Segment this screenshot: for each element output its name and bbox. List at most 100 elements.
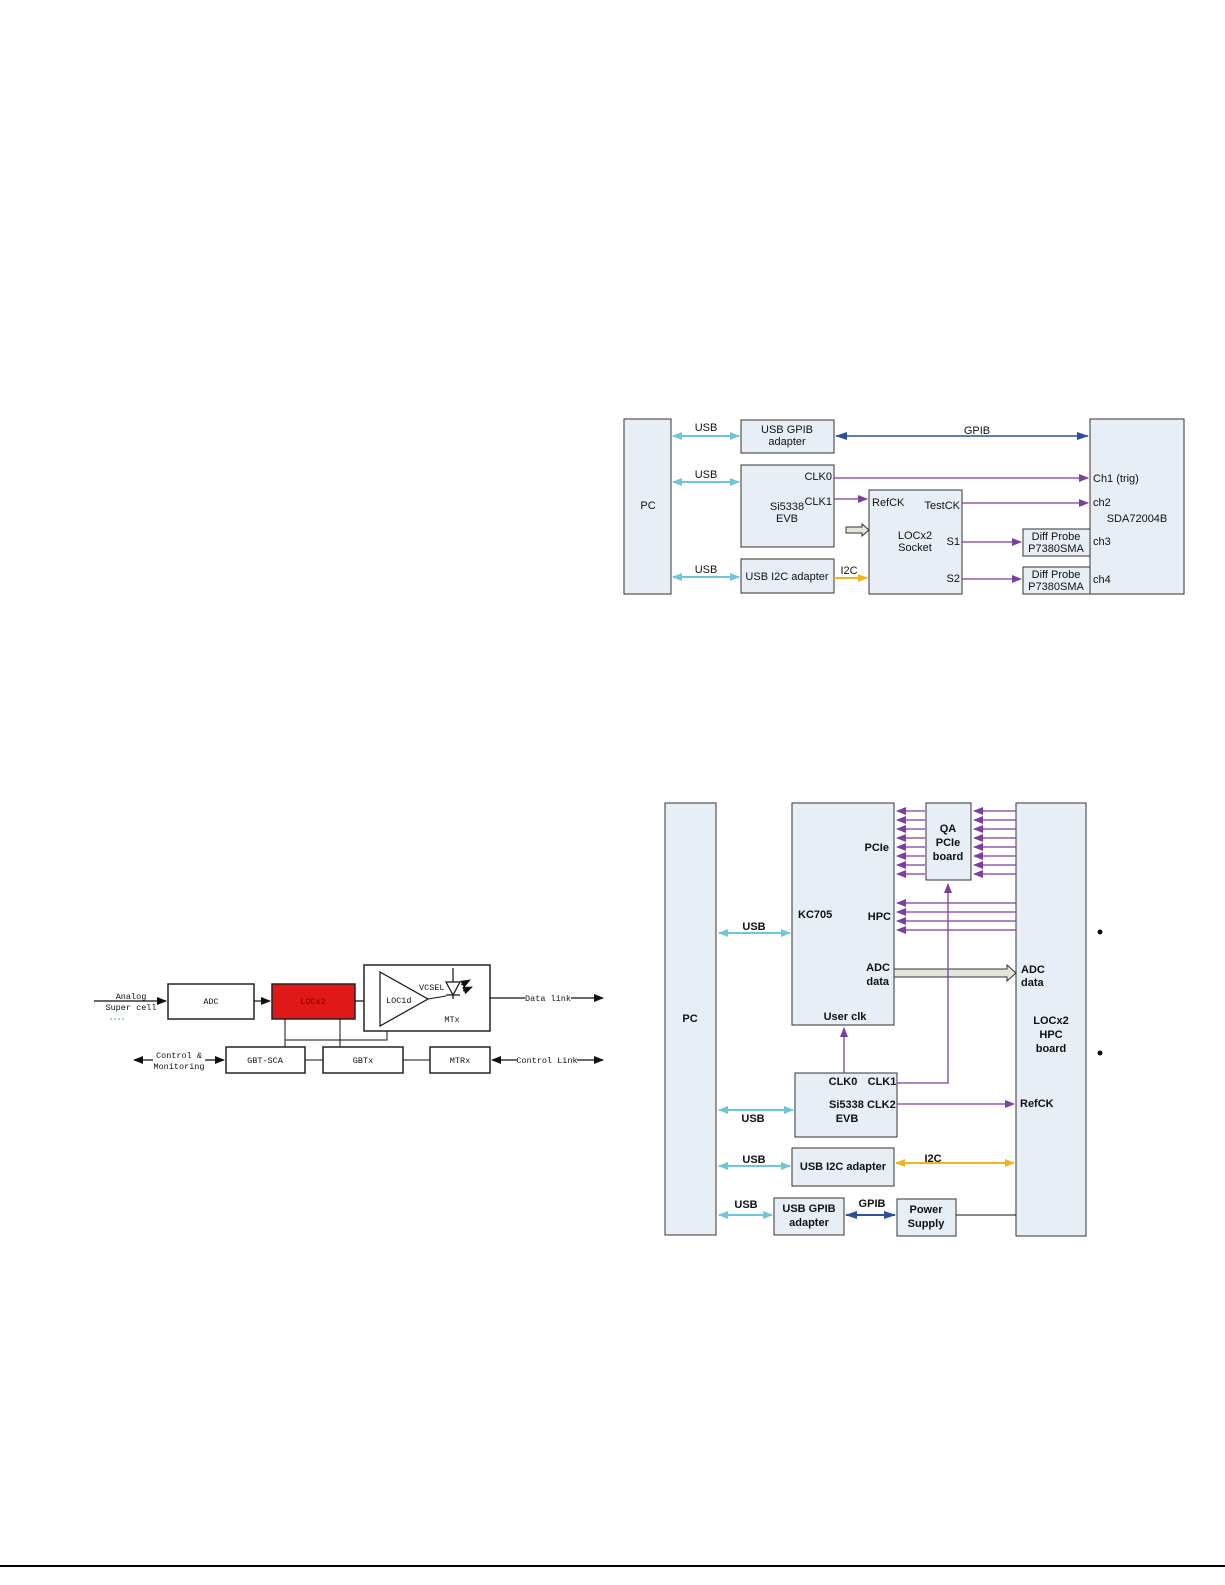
i2c-label-2: I2C [924, 1153, 941, 1165]
gpib-label-2: GPIB [859, 1198, 886, 1210]
locx2-board-label-3: board [1036, 1043, 1067, 1055]
hpc-label: HPC [868, 911, 891, 923]
evb-label: EVB [776, 513, 798, 525]
evb-label-2: EVB [836, 1113, 859, 1125]
pcie-bus-left [896, 807, 925, 878]
si5338-label: Si5338 [770, 501, 804, 513]
bullet-dot-1 [1097, 929, 1103, 935]
vcsel-emission-1 [460, 979, 471, 988]
vcsel-emission-2 [462, 986, 473, 995]
top-test-setup-diagram: PC USB GPIB adapter Si5338 EVB CLK0 CLK1… [623, 418, 1185, 595]
loc1d-label: LOC1d [386, 996, 412, 1006]
ch4-label: ch4 [1093, 574, 1111, 586]
mtx-label: MTx [444, 1015, 459, 1025]
clk2-label-2: CLK2 [867, 1099, 896, 1111]
control-label-2: Monitoring [153, 1062, 204, 1072]
qa-label-2: PCIe [936, 837, 960, 849]
vcsel-diode-icon [444, 968, 462, 999]
mtrx-label: MTRx [450, 1056, 470, 1066]
usb-i2c-adapter-box [740, 558, 835, 594]
diff-probe-1-label-1: Diff Probe [1032, 531, 1081, 543]
usb-label-1: USB [695, 422, 718, 434]
kc705-label: KC705 [798, 909, 832, 921]
data-link-label: Data link [525, 994, 571, 1004]
locx2-board-label-1: LOCx2 [1033, 1015, 1068, 1027]
locx2-socket-box [868, 489, 963, 595]
usb-gpib-adapter-box-2 [773, 1197, 845, 1236]
bullet-dot-2 [1097, 1050, 1103, 1056]
diff-probe-1-box [1022, 528, 1091, 557]
adc-data-arrow [893, 963, 1017, 983]
i2c-label: I2C [840, 565, 857, 577]
locx2-to-gbt-wires [284, 1019, 388, 1047]
qa-pcie-board-box [925, 802, 972, 881]
loc1d-triangle [379, 970, 430, 1028]
s2-label: S2 [947, 573, 960, 585]
usb-gpib-adapter-box [740, 419, 835, 454]
power-supply-label-1: Power [909, 1204, 943, 1216]
usb-i2c-adapter-label: USB I2C adapter [745, 571, 828, 583]
ch1-label: Ch1 (trig) [1093, 473, 1139, 485]
control-label-1: Control & [156, 1051, 202, 1061]
analog-label-1: Analog [116, 992, 147, 1002]
gbt-sca-box [225, 1046, 306, 1074]
locx2-board-label-2: HPC [1039, 1029, 1062, 1041]
kc705-box [791, 802, 895, 1026]
diff-probe-2-label-1: Diff Probe [1032, 569, 1081, 581]
ch3-label: ch3 [1093, 536, 1111, 548]
hpc-bus [896, 899, 1016, 934]
qa-label-3: board [933, 851, 964, 863]
vcsel-wire [427, 995, 447, 1000]
socket-label-2: Socket [898, 542, 932, 554]
control-link-label-bg [517, 1053, 577, 1065]
page-bottom-rule [0, 1565, 1225, 1567]
usb-gpib-adapter-label-2b: adapter [789, 1217, 829, 1229]
power-supply-box [896, 1198, 957, 1237]
ch2-label: ch2 [1093, 497, 1111, 509]
locx2-label: LOCx2 [300, 997, 326, 1007]
analog-label-2: Super cell [105, 1003, 156, 1013]
usb-i2c-adapter-box-2 [791, 1147, 895, 1187]
si5338-evb-box [740, 464, 835, 548]
pc-label: PC [640, 500, 655, 512]
data-link-label-bg [525, 991, 571, 1003]
pcie-label: PCIe [865, 842, 889, 854]
usb-gpib-adapter-label-2: adapter [768, 436, 806, 448]
control-label-bg [153, 1050, 205, 1072]
pc-box-2 [664, 802, 717, 1236]
control-link-label: Control Link [516, 1056, 577, 1066]
clk1-to-qa-board [897, 883, 952, 1084]
vcsel-label: VCSEL [419, 983, 445, 993]
system-block-diagram: Analog Super cell ADC LOCx2 LOC1d VCSEL … [94, 964, 604, 1074]
scope-label: SDA72004B [1107, 513, 1168, 525]
kc705-adc-label-1: ADC [866, 962, 890, 974]
clk1-label: CLK1 [804, 496, 832, 508]
locx2-hpc-board-box [1015, 802, 1087, 1237]
pcie-bus-right [973, 807, 1016, 878]
usb-label-2: USB [695, 469, 718, 481]
usb-label-gpib: USB [734, 1199, 757, 1211]
adc-label: ADC [203, 997, 218, 1007]
diff-probe-2-box [1022, 566, 1091, 595]
usb-label-kc705: USB [742, 921, 765, 933]
clk0-label: CLK0 [804, 471, 832, 483]
clk0-label-2: CLK0 [829, 1076, 858, 1088]
pc-box [623, 418, 672, 595]
locx2-board-adc-label-1: ADC [1021, 964, 1045, 976]
refck-label-2: RefCK [1020, 1098, 1054, 1110]
refck-label: RefCK [872, 497, 905, 509]
bottom-test-setup-diagram: PC KC705 PCIe HPC ADC data User clk QA P… [664, 802, 1103, 1237]
usb-label-3: USB [695, 564, 718, 576]
scope-box [1089, 418, 1185, 595]
locx2-board-adc-label-2: data [1021, 977, 1045, 989]
usb-gpib-adapter-label-2a: USB GPIB [782, 1203, 835, 1215]
s1-label: S1 [947, 536, 960, 548]
kc705-adc-label-2: data [866, 976, 890, 988]
diff-probe-2-label-2: P7380SMA [1028, 581, 1084, 593]
usb-i2c-adapter-label-2: USB I2C adapter [800, 1161, 887, 1173]
usb-label-i2c: USB [742, 1154, 765, 1166]
gbt-sca-label: GBT-SCA [247, 1056, 284, 1066]
si5338-evb-box-2 [794, 1072, 898, 1138]
gbtx-label: GBTx [353, 1056, 373, 1066]
socket-input-arrow [845, 522, 870, 538]
